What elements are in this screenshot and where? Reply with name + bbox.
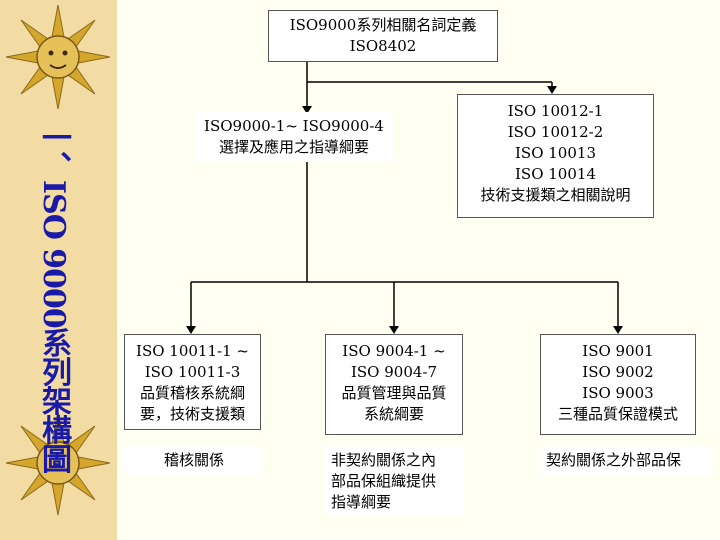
sun-icon xyxy=(5,4,111,110)
page-title: 一、ISO 9000系列架構圖 xyxy=(36,122,71,473)
arrowhead xyxy=(186,326,196,334)
root-node: ISO9000系列相關名詞定義 ISO8402 xyxy=(268,10,498,62)
note-left: 稽核關係 xyxy=(124,446,261,476)
note-right: 契約關係之外部品保 xyxy=(540,446,712,476)
level1-right-node: ISO 10012-1 ISO 10012-2 ISO 10013 ISO 10… xyxy=(457,94,654,218)
sun-icon xyxy=(5,410,111,516)
sidebar: 一、ISO 9000系列架構圖 xyxy=(0,0,117,540)
arrowhead xyxy=(547,86,557,94)
arrowhead xyxy=(389,326,399,334)
arrowhead xyxy=(302,106,312,114)
level2-right-node: ISO 9001 ISO 9002 ISO 9003 三種品質保證模式 xyxy=(540,334,696,435)
note-mid: 非契約關係之內 部品保組織提供 指導綱要 xyxy=(325,446,463,516)
arrowhead xyxy=(613,326,623,334)
level1-left-node: ISO9000-1~ ISO9000-4 選擇及應用之指導綱要 xyxy=(195,112,393,162)
level2-mid-node: ISO 9004-1 ~ ISO 9004-7 品質管理與品質 系統綱要 xyxy=(325,334,463,435)
level2-left-node: ISO 10011-1 ~ ISO 10011-3 品質稽核系統綱 要，技術支援… xyxy=(124,334,261,430)
